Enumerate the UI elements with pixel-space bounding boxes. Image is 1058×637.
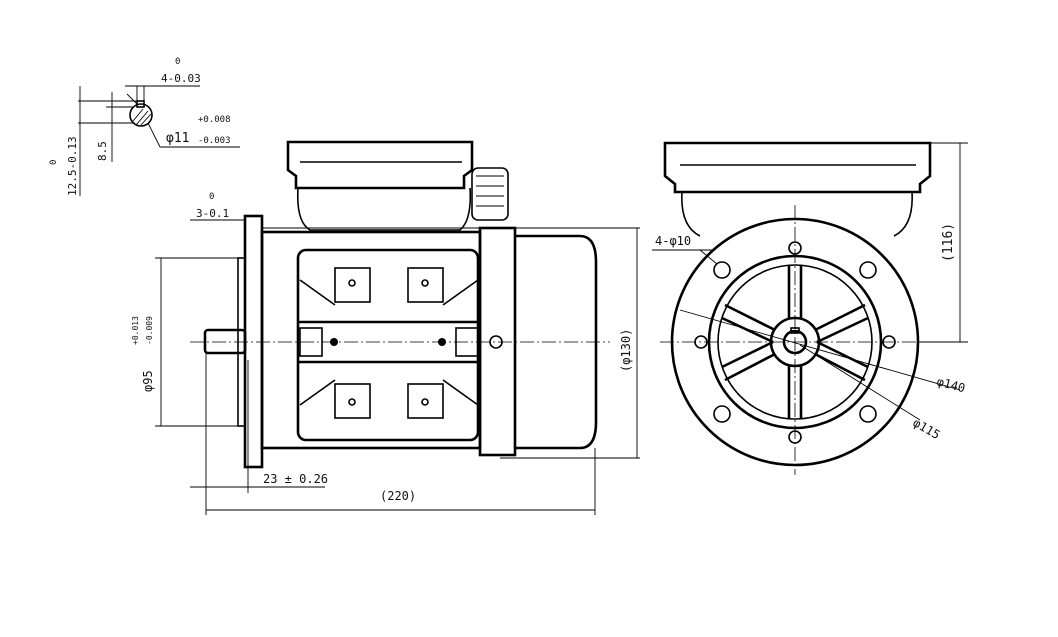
- side-view: (φ130) φ95 +0.013 -0.009 0 3-0.1 23 ± 0.…: [131, 140, 640, 515]
- shaft-dia-upper: +0.008: [198, 115, 231, 125]
- front-terminal-box: [663, 141, 932, 194]
- overall-length-label: (220): [380, 489, 416, 503]
- key-width-upper: 0: [175, 57, 180, 67]
- flange-dia-label: φ140: [935, 374, 967, 395]
- overall-height-label: (φ130): [619, 329, 633, 372]
- shaft: [203, 328, 247, 355]
- spigot-dia-label: φ95: [141, 370, 155, 392]
- holes-label: 4-φ10: [655, 234, 691, 248]
- shaft-height-upper: 0: [49, 160, 59, 165]
- housing-frame: [296, 248, 480, 442]
- spigot-lower: -0.009: [145, 316, 154, 345]
- shaft-dia-label: φ11: [166, 131, 189, 146]
- front-view: (116) 4-φ10 φ140 φ115: [652, 141, 968, 475]
- key-depth-label: 8.5: [96, 141, 109, 161]
- flange-thickness-label: 3-0.1: [196, 207, 229, 220]
- end-shield: [478, 226, 517, 457]
- flange-thickness-upper: 0: [209, 192, 214, 202]
- shaft-dia-lower: -0.003: [198, 136, 231, 146]
- shaft-height-label: 12.5-0.13: [66, 136, 79, 196]
- terminal-box-lid: [286, 140, 474, 190]
- terminal-box-base: [296, 187, 472, 231]
- pcd-label: φ115: [911, 415, 943, 442]
- cable-gland: [471, 167, 509, 221]
- spigot-upper: +0.013: [131, 316, 140, 345]
- fan-cover: [515, 234, 598, 450]
- front-height-label: (116): [941, 223, 956, 262]
- shaft-length-label: 23 ± 0.26: [263, 472, 328, 486]
- key-width-label: 4-0.03: [161, 72, 201, 85]
- motor-body: [260, 230, 482, 450]
- shaft-section: [129, 103, 153, 127]
- keyway-detail: 0 4-0.03 +0.008 φ11 -0.003 8.5 12.5-0.13…: [49, 57, 240, 196]
